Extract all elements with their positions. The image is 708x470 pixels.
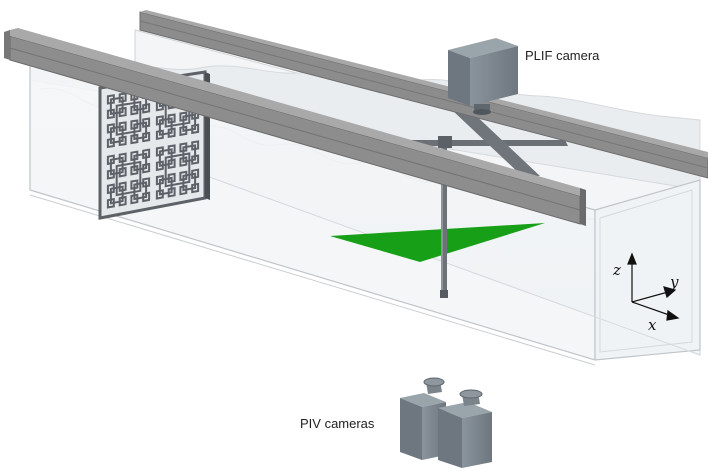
fractal-square	[118, 152, 127, 164]
fractal-square	[106, 197, 115, 209]
plif-camera-label: PLIF camera	[525, 48, 600, 63]
plif-camera-front	[448, 50, 470, 106]
fractal-square	[106, 108, 115, 120]
fractal-square	[118, 181, 127, 192]
plif-camera-lens-ring	[473, 109, 491, 115]
fractal-square	[179, 111, 188, 122]
fractal-square	[155, 174, 164, 186]
fractal-square	[130, 164, 139, 176]
fractal-square	[167, 127, 176, 138]
fractal-square	[130, 193, 139, 205]
tank-bottom-edge	[29, 194, 596, 366]
fractal-square	[115, 100, 142, 136]
fractal-square	[179, 170, 188, 182]
piv-camera-right	[438, 389, 492, 468]
probe-tip	[440, 290, 448, 298]
fractal-square	[142, 191, 151, 203]
fractal-square	[167, 113, 176, 124]
fractal-square	[130, 150, 139, 162]
fractal-square	[142, 162, 151, 174]
fractal-square	[118, 135, 127, 147]
fractal-square	[191, 154, 200, 165]
fractal-square	[106, 154, 115, 166]
coordinate-axes	[627, 252, 680, 321]
fractal-square	[167, 187, 176, 198]
plif-camera-side	[470, 46, 518, 106]
plif-camera: PLIF camera	[448, 38, 600, 115]
axis-label-x: x	[648, 316, 657, 334]
axis-label-y: y	[669, 273, 679, 291]
fractal-square	[130, 179, 139, 190]
fractal-square	[118, 106, 127, 118]
fractal-square	[118, 195, 127, 207]
fractal-square	[118, 166, 127, 178]
fractal-square	[106, 123, 115, 134]
fractal-square	[191, 168, 200, 180]
fractal-square	[142, 117, 151, 128]
traverse-assembly	[395, 110, 568, 298]
fractal-square	[167, 172, 176, 184]
fractal-square	[130, 104, 139, 116]
fractal-square	[167, 158, 176, 169]
fractal-square	[155, 160, 164, 172]
plif-camera-lens	[474, 104, 490, 112]
fractal-square	[106, 94, 115, 105]
fractal-square	[191, 182, 200, 194]
laser-sheet	[330, 223, 545, 262]
fractal-square	[106, 169, 115, 180]
fractal-square	[106, 137, 115, 149]
fractal-square	[142, 148, 151, 160]
fractal-square	[118, 121, 127, 132]
tank-end-inner-frame	[599, 189, 693, 353]
fractal-square	[155, 115, 164, 126]
fractal-square	[167, 144, 176, 155]
fractal-square	[164, 152, 191, 188]
fractal-square	[179, 142, 188, 153]
piv-cameras-label: PIV cameras	[300, 416, 375, 431]
traverse-long-bar	[452, 110, 540, 176]
fractal-square	[191, 140, 200, 151]
fractal-square	[115, 160, 142, 197]
fractal-square	[191, 123, 200, 135]
fractal-square	[179, 184, 188, 196]
fractal-square	[155, 146, 164, 157]
fractal-square	[179, 156, 188, 167]
fractal-square	[155, 129, 164, 140]
rail-back	[139, 10, 708, 179]
plif-camera-top	[448, 38, 518, 58]
fractal-square	[142, 103, 151, 114]
rail-front	[4, 28, 586, 226]
fractal-square	[155, 189, 164, 200]
fractal-square	[106, 183, 115, 195]
fractal-square	[179, 125, 188, 137]
traverse-hub	[438, 136, 452, 148]
fractal-square	[118, 92, 127, 103]
fractal-square	[130, 119, 139, 130]
axis-label-z: z	[612, 261, 621, 279]
fractal-square	[130, 133, 139, 145]
fractal-square	[142, 131, 151, 143]
fractal-square	[142, 177, 151, 188]
